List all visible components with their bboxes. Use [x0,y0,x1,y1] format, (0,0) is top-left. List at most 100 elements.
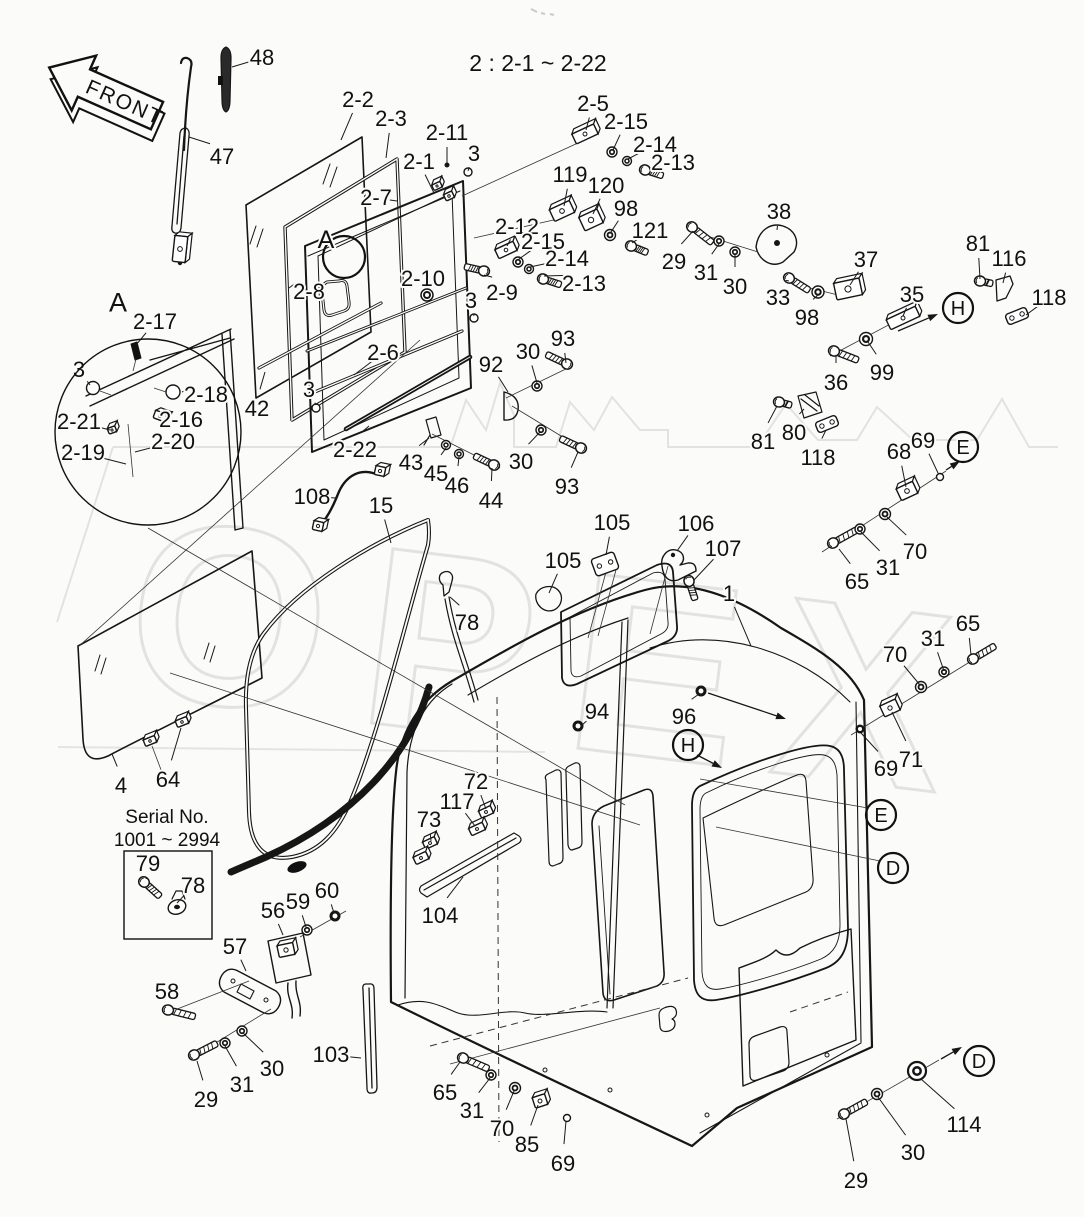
door-glass-reflections [94,642,216,675]
quarter-window-inner [699,754,841,990]
callout-label: 2-5 [577,91,609,116]
clamp-80 [797,391,823,419]
bracket-icon [530,1087,552,1109]
callout-label: 31 [694,260,718,285]
callout-leader [498,376,509,393]
frame-handle-core [321,279,350,317]
arrow-head-icon [949,461,960,470]
assembly-line [127,423,134,478]
serial-note-box [123,850,213,940]
callout-label: 2-12 [495,214,539,239]
bracket-icon [275,936,299,958]
rear-window-throughview [702,773,814,927]
wiper-arm-47 [179,56,193,152]
callout-leader [920,1078,955,1110]
callout-label: 59 [286,889,310,914]
callout-label: 117 [439,789,474,814]
callout-label: 2-22 [333,437,377,462]
callout-leader [902,307,907,317]
cab-floor-edge [397,1000,608,1016]
bolt-icon [161,1004,197,1021]
callout-label: 2-18 [184,382,228,407]
bracket-icon [152,407,174,423]
bracket-icon [430,174,445,191]
nut-icon [855,724,865,734]
callout-leader [610,220,619,233]
bolt-icon [137,876,163,899]
nut-icon [695,685,707,697]
assembly-line [77,339,421,648]
callout-label: 64 [156,767,180,792]
callout-layer: 48472-22-32-1132-12-72-82-52-152-142-131… [55,43,1069,1195]
wiper-blade-arm [171,127,190,234]
assembly-line [147,527,626,806]
assembly-line [587,571,607,639]
callout-leader [821,429,827,439]
callout-label: 85 [515,1132,539,1157]
wires-56 [286,980,302,1019]
cab-rear-pillar-inner [855,701,862,1043]
assembly-line [715,826,881,862]
callout-label: 60 [315,878,339,903]
callout-label: 98 [795,305,819,330]
callout-leader [384,519,392,544]
channel-end-cap [287,861,307,873]
callout-label: 80 [782,420,806,445]
bracket-116 [995,275,1014,302]
bolt-icon [624,240,649,256]
callout-leader [170,727,182,761]
assembly-line [132,358,137,372]
hidden-line [496,696,500,1143]
callout-label: 92 [479,352,503,377]
callout-label: 2-19 [61,440,105,465]
callout-label: 2-15 [604,109,648,134]
washer-icon [854,523,866,535]
callout-label: 30 [901,1140,925,1165]
callout-leader [564,352,567,364]
callout-label: 2-13 [562,271,606,296]
wiper-rubber-48 [220,46,232,113]
callout-label: 121 [632,218,669,243]
bolt-icon [536,273,563,289]
front-direction-arrow: FRONT [47,53,167,143]
callout-label: 2-14 [633,132,677,157]
callout-leader [570,451,579,468]
side-window-narrow-inner [598,825,611,995]
callout-label: 2-2 [342,87,374,112]
callout-label: 2-8 [293,279,325,304]
callout-label: 2-21 [57,409,101,434]
bolt-icon [638,164,665,180]
hole-icon [824,1052,830,1058]
sunroof-strip-a [544,769,564,867]
detail-wedge-2-17 [130,341,142,361]
bar-2-22-core [345,356,471,430]
callout-label: 96 [672,704,696,729]
bracket-icon [373,461,393,478]
callout-leader [548,573,558,594]
callout-label: 30 [509,449,533,474]
washer-icon [508,1081,522,1095]
bolt-icon [456,1052,491,1072]
marker-letter: H [951,298,965,320]
bolt-icon [472,452,501,471]
direction-arrow [897,317,930,332]
callout-label: 81 [751,429,775,454]
callout-leader [849,271,859,286]
callout-leader [288,282,296,289]
callout-leader [231,61,249,68]
callout-label: 2-17 [133,309,177,334]
callout-label: 38 [767,199,791,224]
washer-icon [870,1087,884,1101]
washer-icon [914,680,928,694]
callout-leader [330,904,335,914]
pin-icon [444,162,450,168]
callout-leader [592,198,601,215]
detail-frame-rails [85,328,244,531]
assembly-line [461,142,579,197]
callout-label: 3 [468,141,480,166]
pin-icon [670,552,676,558]
plate-icon [590,551,620,577]
hidden-line [789,991,849,1013]
callout-label: 108 [294,484,331,509]
